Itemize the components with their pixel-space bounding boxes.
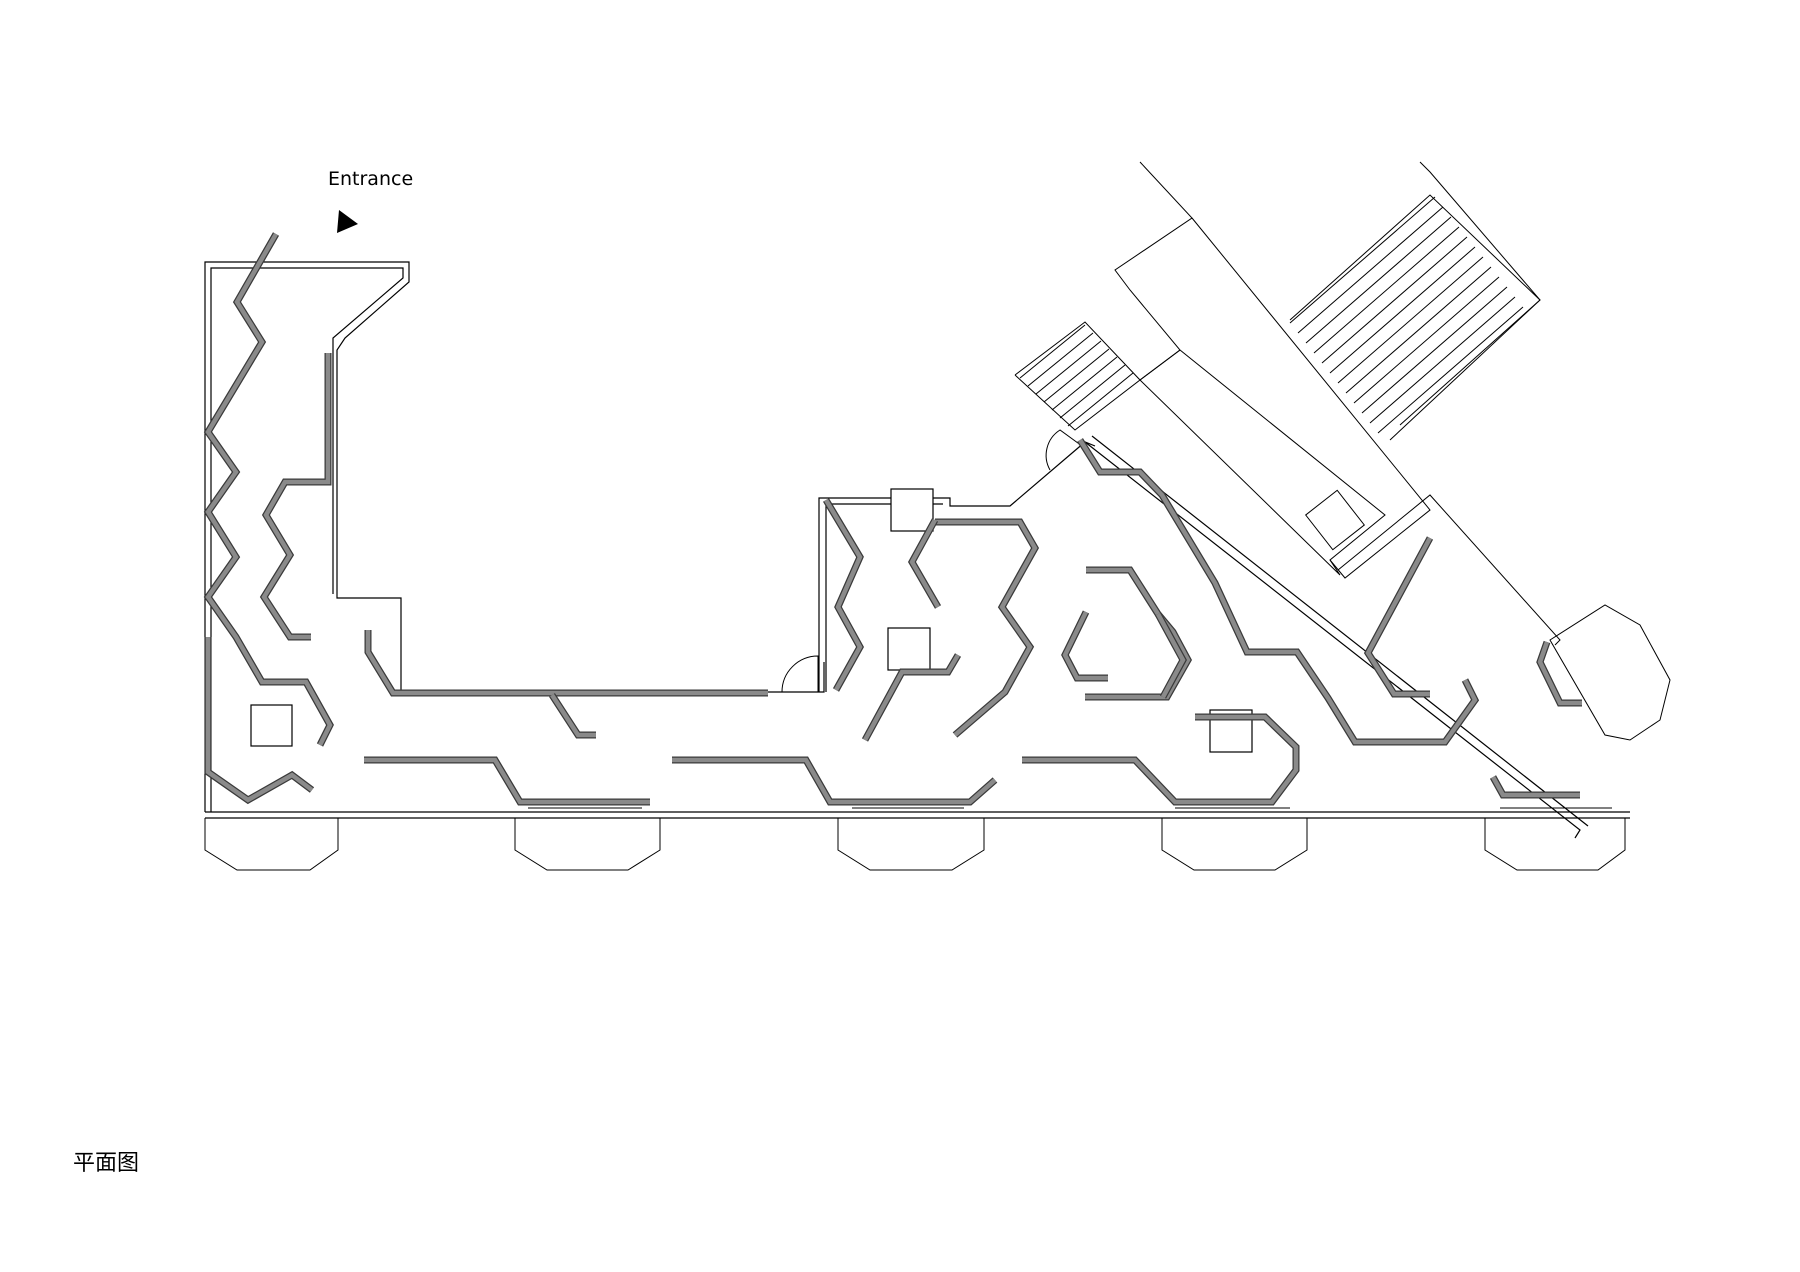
door-swing-left (781, 655, 819, 693)
door-swing-upper (1045, 429, 1083, 471)
shelf-segment (1365, 536, 1432, 697)
stair-structure (1014, 161, 1671, 741)
zigzag-shelves (203, 232, 1582, 806)
shelf-outline (364, 630, 768, 697)
shelf-segment (261, 353, 331, 640)
pillar (887, 627, 931, 671)
pillars (250, 488, 1253, 753)
stair-hatching (1019, 196, 1524, 434)
shelf-segment (935, 519, 1038, 737)
shelf-segment (205, 637, 314, 803)
shelf-outline (935, 518, 1040, 738)
shelf-segment (1537, 641, 1582, 706)
entrance-arrow-icon (337, 210, 358, 233)
shelf-segment (1022, 714, 1299, 805)
shelf-segment (1062, 611, 1108, 681)
shelf-outline (907, 518, 942, 609)
shelf-outline (672, 756, 998, 806)
shelf-segment (365, 630, 768, 696)
shelf-segment (1491, 775, 1580, 798)
entrance-label: Entrance (328, 168, 413, 190)
shelf-segment (1156, 612, 1186, 699)
shelf-segment (1078, 438, 1478, 745)
shelf-segment (909, 518, 940, 609)
shelf-segment (672, 757, 997, 805)
shelf-segment (364, 757, 650, 805)
plan-caption: 平面图 (73, 1151, 139, 1176)
doors (781, 429, 1083, 693)
shelf-segment (824, 498, 863, 692)
pillar (890, 488, 934, 532)
shelf-segment (1085, 567, 1191, 700)
shelf-segment (550, 693, 596, 738)
shelf-segment (205, 232, 333, 747)
shelf-segment (863, 653, 960, 742)
bay-windows (204, 807, 1626, 871)
shelf-outline (259, 353, 332, 641)
pillar (250, 704, 293, 747)
